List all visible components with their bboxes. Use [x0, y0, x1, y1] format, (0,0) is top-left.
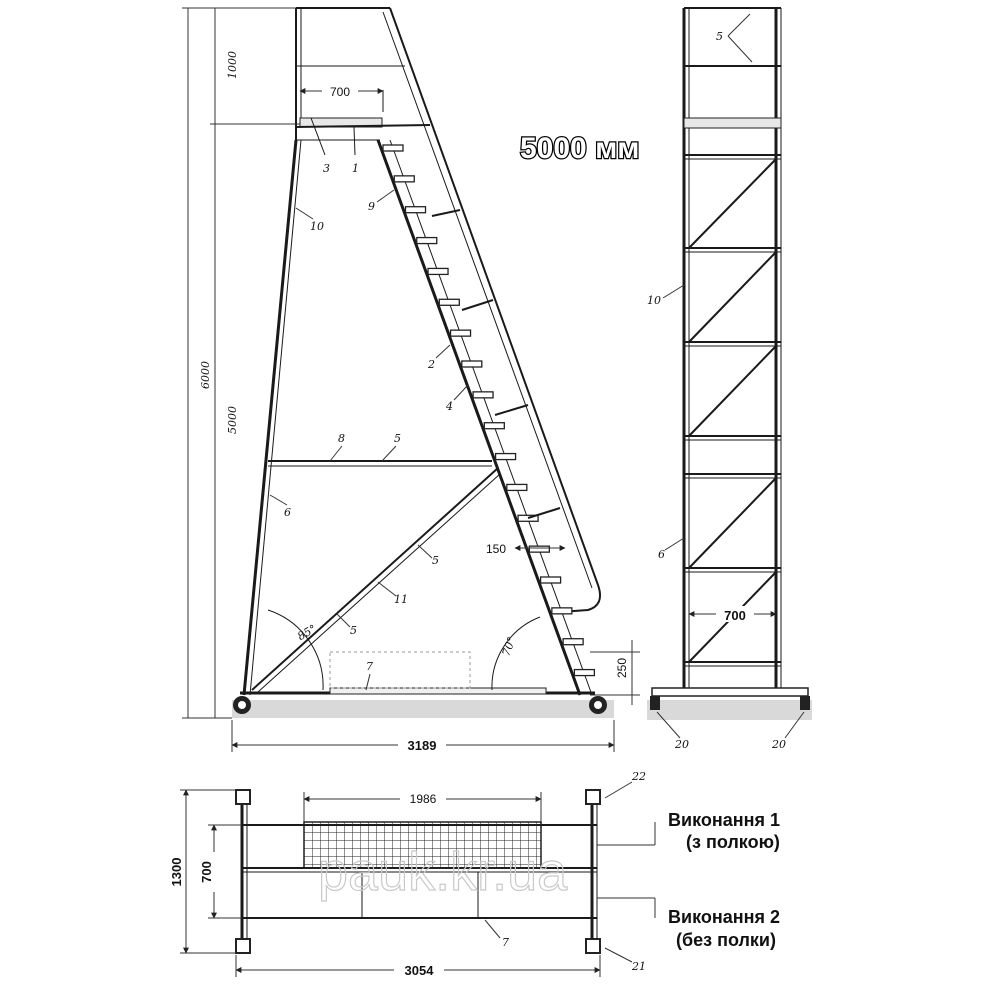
step [382, 144, 404, 152]
part-label: 10 [310, 220, 324, 233]
dim-plan-inner-width: 700 [199, 861, 214, 883]
part-labels-front: 5 10 6 20 20 [647, 13, 805, 751]
dim-bottom-gap: 250 [615, 658, 629, 678]
part-label: 1 [352, 162, 359, 175]
watermark: pauk.kr.ua [318, 842, 568, 902]
step [573, 668, 596, 677]
front-rungs [684, 154, 781, 667]
part-labels-plan: 7 22 21 [484, 770, 646, 973]
angle-front: 70° [500, 635, 519, 658]
dim-plan-length: 3054 [405, 963, 435, 978]
front-wheel-right [800, 696, 810, 710]
part-label: 9 [368, 200, 375, 213]
step [539, 576, 562, 584]
dim-step-depth: 150 [486, 542, 506, 556]
page-title: 5000 мм [520, 132, 639, 165]
variant-1-title: Виконання 1 [668, 810, 780, 830]
step [506, 483, 528, 492]
part-label: 10 [647, 294, 661, 307]
side-rails [431, 209, 561, 519]
side-view [232, 7, 614, 718]
dim-plan-width: 1300 [169, 858, 184, 887]
variant-2-title: Виконання 2 [668, 907, 780, 927]
step [416, 236, 438, 245]
rail-bar [494, 404, 529, 416]
step [449, 329, 472, 337]
part-label: 6 [658, 548, 665, 561]
step [404, 206, 427, 214]
dim-platform-depth: 700 [330, 85, 350, 99]
step [494, 452, 517, 461]
front-diagonal [688, 158, 777, 249]
part-label: 7 [502, 936, 509, 949]
part-label: 11 [394, 593, 408, 606]
part-label: 20 [771, 738, 786, 751]
ground-side [232, 700, 614, 718]
step [528, 545, 550, 553]
dim-side-width: 700 [724, 608, 746, 623]
part-label: 6 [284, 506, 291, 519]
part-label: 5 [432, 554, 439, 567]
dim-total-height: 6000 [199, 361, 212, 389]
front-diagonal [688, 345, 777, 437]
part-label: 7 [366, 660, 373, 673]
dim-rail-height: 1000 [226, 51, 239, 79]
part-label: 5 [716, 30, 723, 43]
step [461, 360, 483, 368]
dim-shelf-length: 1986 [410, 792, 437, 806]
rail-bar [461, 299, 494, 311]
part-label: 21 [631, 960, 646, 973]
handrail [389, 7, 601, 613]
step [551, 607, 573, 615]
vertical-dimensions: 6000 5000 1000 [182, 7, 300, 719]
part-labels-side: 3 1 9 10 2 4 8 5 6 5 11 5 7 [269, 162, 469, 691]
stringer [376, 139, 582, 696]
front-diagonal [688, 477, 777, 569]
part-label: 3 [323, 162, 330, 175]
rail-bar [527, 507, 561, 519]
part-label: 20 [674, 738, 689, 751]
front-diagonal [688, 251, 777, 343]
step [472, 391, 494, 399]
diagonal-brace [251, 467, 499, 691]
step [517, 514, 539, 522]
step [393, 175, 415, 183]
part-label: 5 [394, 432, 401, 445]
front-wheel-left [650, 696, 660, 710]
part-label: 4 [445, 400, 453, 413]
dim-base-length: 3189 [408, 738, 437, 753]
front-view [647, 7, 812, 720]
variant-1-note: (з полкою) [686, 832, 780, 852]
part-label: 5 [350, 624, 357, 637]
variant-2-note: (без полки) [676, 930, 776, 950]
dim-platform-height: 5000 [226, 406, 239, 434]
shelf-mesh [303, 821, 542, 869]
part-label: 8 [338, 432, 345, 445]
back-leg [242, 139, 298, 696]
step [427, 267, 449, 276]
step [562, 638, 584, 646]
step [438, 298, 460, 306]
plan-view [235, 789, 601, 954]
part-label: 22 [631, 770, 646, 783]
step [483, 422, 505, 430]
rail-bar [431, 209, 461, 217]
part-label: 2 [427, 358, 435, 371]
